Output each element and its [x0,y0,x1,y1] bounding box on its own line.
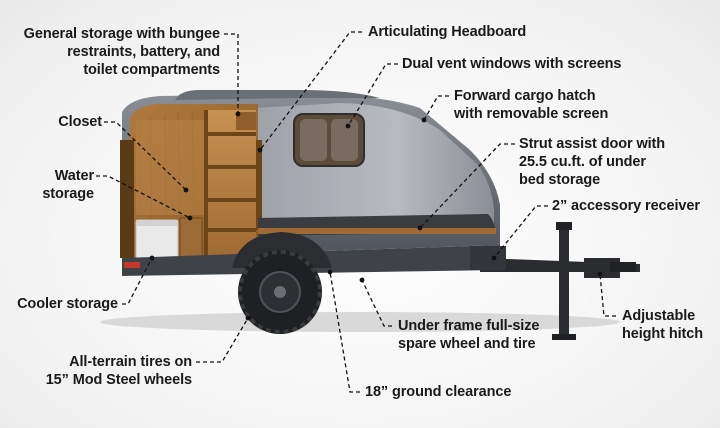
leader-headboard [259,31,362,151]
front-box [470,246,506,270]
callout-all-terrain-tires: All-terrain tires on 15” Mod Steel wheel… [45,354,192,388]
shelf-3 [206,198,256,202]
cooler-lid [136,220,178,226]
callout-strut-assist-door: Strut assist door with 25.5 cu.ft. of un… [519,136,666,188]
callout-dual-vent-windows: Dual vent windows with screens [402,56,622,72]
leader-dot-clearance [327,269,333,275]
hitch-coupler [610,262,636,272]
callout-ground-clearance: 18” ground clearance [365,384,512,400]
leader-dot-spare [359,277,365,283]
leader-dot-headboard [257,147,263,153]
tail-light [124,262,140,268]
cabinet-divider [204,110,208,260]
wheel-hub [274,286,286,298]
hitch-jack-handle [556,222,572,230]
leader-vent-windows [347,63,398,127]
leader-tires [196,317,249,363]
leader-spare [361,279,392,327]
leader-cargo-hatch [423,95,449,121]
leader-dot-tires [245,315,251,321]
roof-lip [175,90,380,100]
leader-dot-cargo-hatch [421,117,427,123]
closet-panel [136,120,204,215]
shelf-2 [206,165,256,169]
callout-cooler-storage: Cooler storage [17,296,118,312]
leader-dot-general-storage [235,111,241,117]
callout-general-storage: General storage with bungee restraints, … [23,26,220,78]
leader-dot-cooler [149,255,155,261]
rear-door-edge [120,140,134,258]
leader-dot-strut-door [417,225,423,231]
callout-under-frame-spare: Under frame full-size spare wheel and ti… [398,318,540,352]
bed-edge [258,228,496,234]
callout-articulating-headboard: Articulating Headboard [368,24,527,40]
leader-clearance [329,271,360,393]
leader-closet [104,121,187,191]
callout-water-storage: Water storage [42,168,94,202]
leader-water [96,175,191,219]
top-compartment [236,112,256,130]
shelf-4 [206,228,256,232]
leader-dot-closet [183,187,189,193]
hitch-jack-post [559,228,569,338]
callout-adjustable-hitch: Adjustable height hitch [622,308,703,342]
callout-closet: Closet [58,114,102,130]
callout-forward-cargo-hatch: Forward cargo hatch with removable scree… [454,88,609,122]
leader-dot-hitch [597,271,603,277]
window-pane-right [331,119,358,161]
leader-receiver [493,205,548,259]
leader-strut-door [419,143,515,229]
hitch-jack-foot [552,334,576,340]
leader-dot-receiver [491,255,497,261]
window-pane-left [300,119,327,161]
ground-shadow [100,312,620,332]
leader-dot-water [187,215,193,221]
leader-dot-vent-windows [345,123,351,129]
tire-tread [238,250,322,334]
headboard [256,140,262,230]
leader-hitch [599,273,616,317]
shelf-1 [206,132,256,136]
leader-cooler [122,257,153,305]
callout-accessory-receiver: 2” accessory receiver [552,198,700,214]
leader-general-storage [224,33,239,112]
